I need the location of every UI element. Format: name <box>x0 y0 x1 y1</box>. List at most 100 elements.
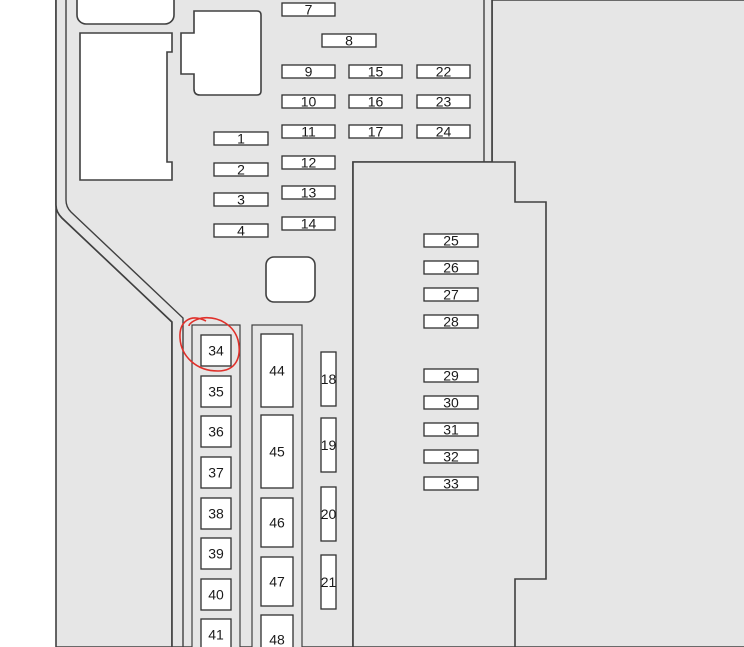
fuse-22-label: 22 <box>436 64 452 80</box>
fuse-17-outline <box>348 124 403 139</box>
fuse-7-outline <box>281 2 336 17</box>
fuse-12: 12 <box>281 155 336 171</box>
fuse-26: 26 <box>423 260 479 276</box>
fuse-40-outline <box>200 578 232 611</box>
fuse-8: 8 <box>321 33 377 49</box>
fuse-29-outline <box>423 368 479 383</box>
fuse-23: 23 <box>416 94 471 110</box>
fuse-24: 24 <box>416 124 471 140</box>
fuse-39-label: 39 <box>208 546 224 562</box>
fuse-25-label: 25 <box>443 233 459 249</box>
fuse-37-outline <box>200 456 232 489</box>
fuse-25: 25 <box>423 233 479 249</box>
fuse-4-label: 4 <box>237 223 245 239</box>
fuse-28-label: 28 <box>443 314 459 330</box>
fuse-15-label: 15 <box>368 64 384 80</box>
fuse-48-label: 48 <box>269 632 285 647</box>
fuse-45-label: 45 <box>269 444 285 460</box>
fuse-23-outline <box>416 94 471 109</box>
fuse-16-label: 16 <box>368 94 384 110</box>
fuse-48: 48 <box>260 614 294 647</box>
fuse-44: 44 <box>260 333 294 408</box>
fuse-44-label: 44 <box>269 363 285 379</box>
fuse-11: 11 <box>281 124 336 140</box>
fuse-13-label: 13 <box>301 185 317 201</box>
fuse-10-label: 10 <box>301 94 317 110</box>
fuse-20-outline <box>320 486 337 542</box>
fuse-28-outline <box>423 314 479 329</box>
fuse-12-label: 12 <box>301 155 317 171</box>
fuse-21-outline <box>320 554 337 610</box>
fuse-41: 41 <box>200 618 232 647</box>
fuse-15: 15 <box>348 64 403 80</box>
fuse-2: 2 <box>213 162 269 178</box>
fuse-14-outline <box>281 216 336 231</box>
square-socket <box>265 256 316 303</box>
fuse-35: 35 <box>200 375 232 408</box>
fuse-27-label: 27 <box>443 287 459 303</box>
fuse-8-label: 8 <box>345 33 353 49</box>
fuse-37-label: 37 <box>208 465 224 481</box>
fuse-23-label: 23 <box>436 94 452 110</box>
fuse-44-outline <box>260 333 294 408</box>
fuse-29-label: 29 <box>443 368 459 384</box>
fuse-36-label: 36 <box>208 424 224 440</box>
fuse-21-label: 21 <box>321 574 337 590</box>
fuse-12-outline <box>281 155 336 170</box>
fuse-2-label: 2 <box>237 162 245 178</box>
fuse-34-highlight-circle <box>179 316 240 372</box>
fuse-34-label: 34 <box>208 343 224 359</box>
fuse-40-label: 40 <box>208 587 224 603</box>
fuse-30-label: 30 <box>443 395 459 411</box>
fuse-18: 18 <box>320 351 337 407</box>
fuse-13-outline <box>281 185 336 200</box>
fuse-17-label: 17 <box>368 124 384 140</box>
fuse-3-outline <box>213 192 269 207</box>
fuse-35-outline <box>200 375 232 408</box>
fuse-20: 20 <box>320 486 337 542</box>
fuse-45: 45 <box>260 414 294 489</box>
fuse-26-outline <box>423 260 479 275</box>
fuse-38-label: 38 <box>208 506 224 522</box>
fuse-46-outline <box>260 497 294 548</box>
fuse-27: 27 <box>423 287 479 303</box>
fuse-47-label: 47 <box>269 574 285 590</box>
fuse-33-label: 33 <box>443 476 459 492</box>
fuse-10: 10 <box>281 94 336 110</box>
fuse-33: 33 <box>423 476 479 492</box>
fuse-32: 32 <box>423 449 479 465</box>
fuse-40: 40 <box>200 578 232 611</box>
fuse-4-outline <box>213 223 269 238</box>
fuse-7-label: 7 <box>305 2 313 18</box>
fuse-25-outline <box>423 233 479 248</box>
fuse-39-outline <box>200 537 232 570</box>
fuse-47-outline <box>260 556 294 607</box>
fuse-8-outline <box>321 33 377 48</box>
fuse-30: 30 <box>423 395 479 411</box>
fuse-18-label: 18 <box>321 371 337 387</box>
fuse-24-outline <box>416 124 471 139</box>
fuse-16-outline <box>348 94 403 109</box>
fuse-9: 9 <box>281 64 336 80</box>
fuse-31-outline <box>423 422 479 437</box>
fuse-33-outline <box>423 476 479 491</box>
fuse-17: 17 <box>348 124 403 140</box>
fuse-18-outline <box>320 351 337 407</box>
fuse-31-label: 31 <box>443 422 459 438</box>
relay-socket <box>180 10 262 96</box>
fuse-10-outline <box>281 94 336 109</box>
fuse-30-outline <box>423 395 479 410</box>
fuse-26-label: 26 <box>443 260 459 276</box>
fuse-1-label: 1 <box>237 131 245 147</box>
fuse-7: 7 <box>281 2 336 18</box>
fuse-22-outline <box>416 64 471 79</box>
fuse-38: 38 <box>200 497 232 530</box>
fuse-24-label: 24 <box>436 124 452 140</box>
fuse-2-outline <box>213 162 269 177</box>
fuse-21: 21 <box>320 554 337 610</box>
fuse-11-outline <box>281 124 336 139</box>
fuse-27-outline <box>423 287 479 302</box>
fuse-9-outline <box>281 64 336 79</box>
fuse-22: 22 <box>416 64 471 80</box>
fuse-46-label: 46 <box>269 515 285 531</box>
